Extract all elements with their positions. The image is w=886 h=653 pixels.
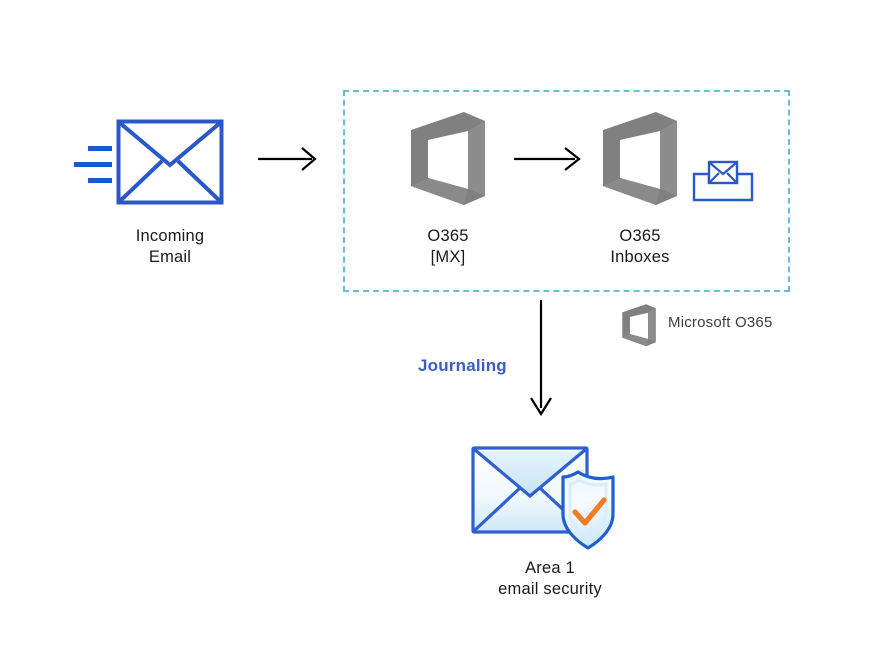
envelope-shield-check-icon xyxy=(470,432,628,550)
o365-mx-label: O365 [MX] xyxy=(427,227,469,266)
arrow-mx-to-inboxes xyxy=(514,146,584,172)
o365-inboxes-label: O365 Inboxes xyxy=(610,227,670,266)
envelope-icon xyxy=(116,119,224,205)
o365-boundary-box xyxy=(343,90,790,292)
area1-email-security-label: Area 1 email security xyxy=(498,559,602,598)
office365-logo-icon-mx xyxy=(406,110,490,206)
inbox-tray-icon xyxy=(692,160,754,202)
arrow-incoming-to-mx xyxy=(258,146,320,172)
legend-label: Microsoft O365 xyxy=(668,314,773,331)
speed-lines-icon xyxy=(72,143,114,187)
legend-office365-logo-icon xyxy=(620,303,658,347)
journaling-edge-label: Journaling xyxy=(418,356,507,375)
office365-logo-icon-inboxes xyxy=(598,110,682,206)
incoming-email-label: Incoming Email xyxy=(135,227,205,266)
arrow-inboxes-to-area1 xyxy=(527,300,555,418)
